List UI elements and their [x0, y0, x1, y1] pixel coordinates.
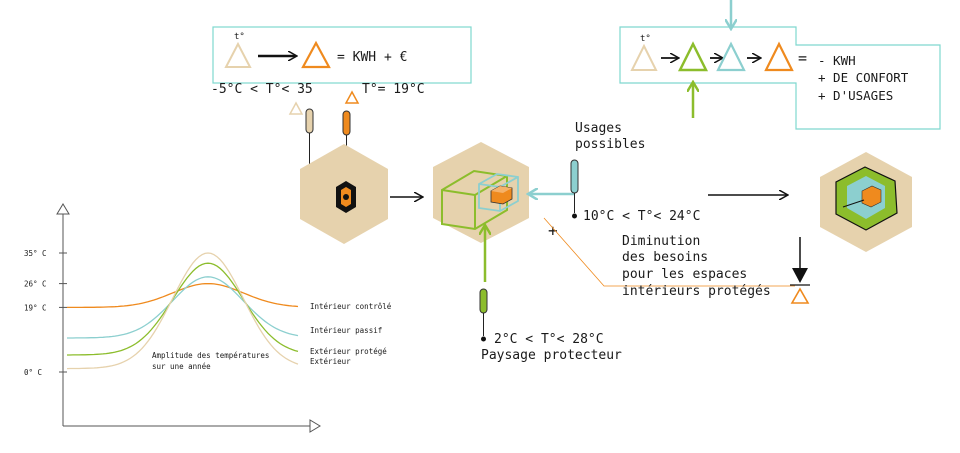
series-line-1 [67, 276, 299, 339]
passive-thermometer [570, 159, 579, 219]
formula-box-right: t° = - KWH + DE CONFORT + D'USAGES [619, 0, 941, 130]
reduction-leader-line [543, 217, 795, 287]
chart-annotation-line1: Amplitude des températures [152, 351, 269, 360]
landscape-triangle-icon [677, 41, 709, 72]
series-label-0: Intérieur contrôlé [310, 302, 392, 311]
reduction-text-block: Diminution des besoins pour les espaces … [622, 234, 771, 299]
chart-ticks: 35° C 26° C 19° C 0° C [24, 249, 67, 377]
usages-label-line1: Usages [575, 121, 622, 136]
x-axis-arrow-icon [309, 419, 321, 433]
formula-frame-left [212, 26, 472, 84]
building-controlled [300, 144, 388, 244]
small-beige-triangle-icon [288, 101, 304, 115]
protected-core-cube [861, 185, 882, 208]
y-tick-label-1: 26° C [24, 280, 47, 289]
outdoor-triangle-right-icon [630, 43, 658, 71]
green-envelope-cube [441, 169, 508, 231]
indoor-temperature-triangle-icon [301, 40, 331, 69]
result-line-3: + D'USAGES [818, 88, 893, 103]
series-label-1: Intérieur passif [310, 326, 382, 335]
result-triangle-icon [790, 287, 810, 304]
formula-box-left: t° = KWH + € [212, 26, 472, 84]
outdoor-range-text: -5°C < T°< 35 [211, 82, 313, 97]
result-line-2: + DE CONFORT [818, 70, 909, 85]
y-tick-label-2: 19° C [24, 303, 47, 312]
building-protected [820, 152, 912, 252]
formula-t-label-left: t° [234, 32, 245, 42]
y-tick-label-3: 0° C [24, 368, 42, 377]
landscape-thermometer [479, 288, 488, 342]
landscape-range-text: 2°C < T°< 28°C [494, 332, 604, 347]
chart-annotation-line2: sur une année [152, 362, 211, 371]
outdoor-temperature-triangle-icon [224, 41, 252, 68]
orange-core-cube [490, 185, 513, 205]
series-line-3 [66, 252, 299, 370]
passive-triangle-icon [716, 41, 746, 72]
formula-t-label-right: t° [640, 34, 651, 44]
down-arrow-head-icon [792, 268, 808, 283]
series-label-3: Extérieur [310, 357, 351, 366]
result-line-1: - KWH [818, 53, 856, 68]
series-line-2 [67, 262, 299, 356]
usages-label-line2: possibles [575, 137, 645, 152]
svg-text:pour les espaces: pour les espaces [622, 267, 747, 282]
series-label-2: Extérieur protégé [310, 347, 387, 356]
svg-text:des besoins: des besoins [622, 250, 708, 265]
building-passive [433, 142, 529, 243]
formula-frame-right [619, 26, 941, 130]
chart-series [66, 252, 299, 370]
outdoor-thermometer [305, 108, 314, 171]
temperature-chart: 35° C26° C19° C0° C Intérieur contrôléIn… [24, 203, 392, 433]
formula-equation-left: = KWH + € [337, 50, 407, 65]
y-tick-label-0: 35° C [24, 249, 47, 258]
formula-equals-right: = [798, 49, 807, 67]
passive-range-text: 10°C < T°< 24°C [583, 209, 700, 224]
setpoint-text: T°= 19°C [362, 82, 425, 97]
small-orange-triangle-icon [344, 90, 360, 104]
series-line-0 [67, 282, 299, 309]
svg-text:Diminution: Diminution [622, 234, 700, 249]
y-axis-arrow-icon [56, 203, 70, 215]
indoor-triangle-right-icon [764, 41, 794, 72]
svg-text:intérieurs protégés: intérieurs protégés [622, 284, 771, 299]
plus-sign: + [548, 221, 558, 240]
landscape-label: Paysage protecteur [481, 348, 622, 363]
